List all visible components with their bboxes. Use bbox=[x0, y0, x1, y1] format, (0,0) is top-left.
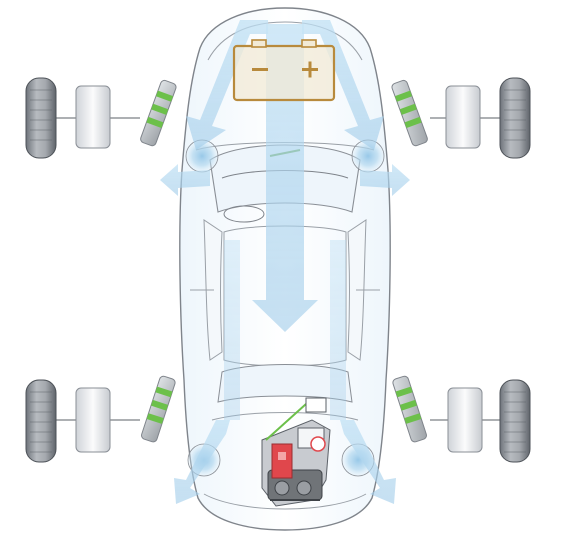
engine-icon bbox=[261, 397, 331, 507]
rear-window bbox=[217, 364, 353, 403]
wheel-icon bbox=[25, 379, 57, 463]
suspension-spring-icon bbox=[141, 375, 176, 443]
suspension-spring-icon bbox=[140, 79, 177, 147]
airflow-right-arrow bbox=[360, 164, 410, 196]
hub-disc-icon bbox=[445, 85, 481, 149]
rear-left-wheel-assembly bbox=[25, 375, 176, 463]
front-right-wheel-assembly bbox=[391, 77, 531, 159]
wheel-icon bbox=[499, 379, 531, 463]
battery-icon bbox=[232, 39, 336, 102]
wheel-icon bbox=[25, 77, 57, 159]
airflow-rear-left-arrow bbox=[174, 420, 230, 504]
airflow-top-left-arrow bbox=[186, 20, 268, 150]
suspension-spring-icon bbox=[392, 375, 427, 443]
suspension-spring-icon bbox=[391, 79, 428, 147]
hub-disc-icon bbox=[447, 387, 483, 453]
airflow-rear-right-arrow bbox=[340, 420, 396, 504]
airflow-left-arrow bbox=[160, 164, 210, 196]
hub-disc-icon bbox=[75, 387, 111, 453]
front-left-wheel-assembly bbox=[25, 77, 177, 159]
hub-disc-icon bbox=[75, 85, 111, 149]
rear-right-wheel-assembly bbox=[392, 375, 531, 463]
wheel-icon bbox=[499, 77, 531, 159]
airflow-top-right-arrow bbox=[302, 20, 384, 150]
